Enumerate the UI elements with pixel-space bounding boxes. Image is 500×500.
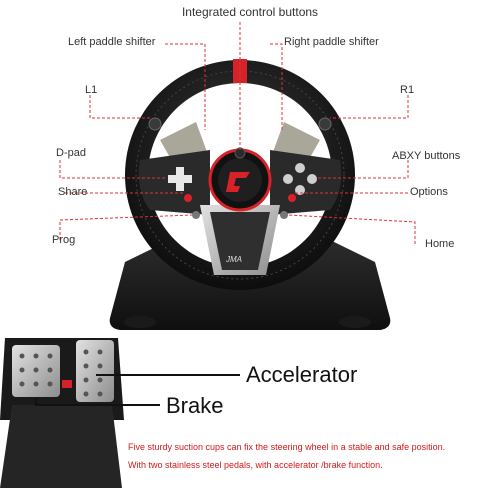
label-right-paddle-shifter: Right paddle shifter [284,36,379,48]
prog-button [192,211,200,219]
wheel-badge: JMA [226,255,242,264]
pedal-callouts [35,374,240,406]
steering-wheel [125,59,355,290]
callout-lines [59,22,416,244]
brand-logo-icon [226,172,250,192]
home-button [280,211,288,219]
label-left-paddle-shifter: Left paddle shifter [68,36,156,48]
label-integrated-control-buttons: Integrated control buttons [181,5,319,19]
r1-button [318,117,332,131]
accelerator-pedal [76,340,114,402]
dpad [168,167,192,191]
options-button [288,194,296,202]
l1-button [148,117,162,131]
label-r1: R1 [400,84,415,96]
label-home: Home [425,238,455,250]
share-button [184,194,192,202]
label-share: Share [58,186,88,198]
label-brake: Brake [166,393,224,418]
pedal-set [0,338,124,488]
description-line-1: Five sturdy suction cups can fix the ste… [128,442,446,452]
label-options: Options [410,186,448,198]
label-dpad: D-pad [56,147,86,159]
label-abxy-buttons: ABXY buttons [392,150,461,162]
label-l1: L1 [85,84,98,96]
top-marker [233,59,247,83]
label-prog: Prog [52,234,76,246]
description-line-2: With two stainless steel pedals, with ac… [128,460,383,470]
label-accelerator: Accelerator [246,362,358,387]
